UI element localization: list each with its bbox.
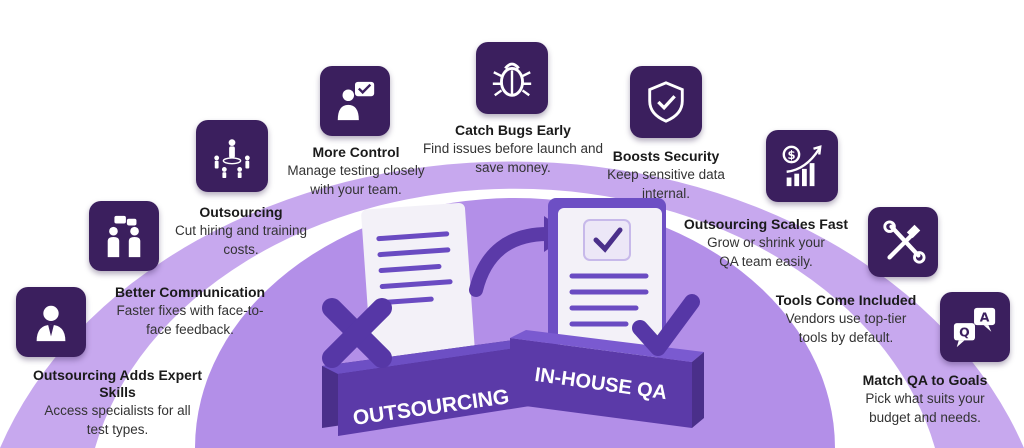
tools-icon	[868, 207, 938, 277]
cross-icon	[322, 298, 392, 368]
benefit-expert-skills: Outsourcing Adds Expert Skills Access sp…	[32, 367, 203, 437]
benefit-scales-fast: Outsourcing Scales Fast Grow or shrink y…	[683, 216, 849, 269]
benefit-tools-included: Tools Come Included Vendors use top-tier…	[775, 292, 917, 345]
benefit-match-qa-goals: Match QA to Goals Pick what suits your b…	[862, 372, 988, 425]
team-network-icon	[196, 120, 268, 192]
benefit-outsourcing-costs: Outsourcing Cut hiring and training cost…	[174, 204, 308, 257]
person-approve-icon	[320, 66, 390, 136]
svg-text:Q: Q	[959, 325, 970, 340]
svg-text:A: A	[980, 309, 990, 324]
growth-chart-icon: $	[766, 130, 838, 202]
benefit-boosts-security: Boosts Security Keep sensitive data inte…	[607, 148, 725, 201]
benefit-more-control: More Control Manage testing closely with…	[287, 144, 425, 197]
document-right-icon	[548, 198, 666, 360]
bug-icon	[476, 42, 548, 114]
benefit-catch-bugs: Catch Bugs Early Find issues before laun…	[422, 122, 604, 175]
check-icon	[632, 294, 700, 356]
people-talking-icon	[89, 201, 159, 271]
shield-check-icon	[630, 66, 702, 138]
arrow-icon	[469, 227, 555, 297]
svg-text:$: $	[787, 148, 795, 162]
businessman-icon	[16, 287, 86, 357]
comparison-illustration: OUTSOURCING IN-HOUSE QA	[322, 198, 704, 436]
document-left-icon	[361, 202, 475, 362]
benefit-better-communication: Better Communication Faster fixes with f…	[114, 284, 266, 337]
